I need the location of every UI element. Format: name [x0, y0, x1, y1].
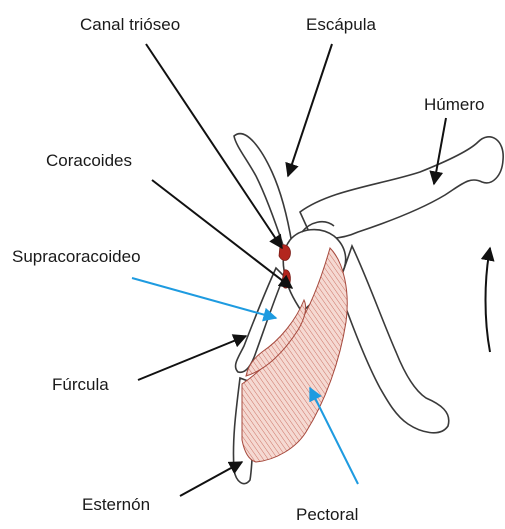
- label-humero: Húmero: [424, 95, 484, 114]
- label-furcula: Fúrcula: [52, 375, 109, 394]
- canal-arrow: [146, 44, 282, 248]
- furcula-arrow: [138, 336, 246, 380]
- label-supracoracoideo: Supracoracoideo: [12, 247, 141, 266]
- supracoracoideo-arrow: [132, 278, 276, 318]
- label-canal: Canal trióseo: [80, 15, 180, 34]
- escapula-arrow: [288, 44, 332, 176]
- pectoral-arrow: [310, 388, 358, 484]
- label-escapula: Escápula: [306, 15, 376, 34]
- esternon-arrow: [180, 462, 242, 496]
- label-coracoides: Coracoides: [46, 151, 132, 170]
- label-pectoral: Pectoral: [296, 505, 358, 524]
- label-esternon: Esternón: [82, 495, 150, 514]
- motion-arrow: [486, 248, 491, 352]
